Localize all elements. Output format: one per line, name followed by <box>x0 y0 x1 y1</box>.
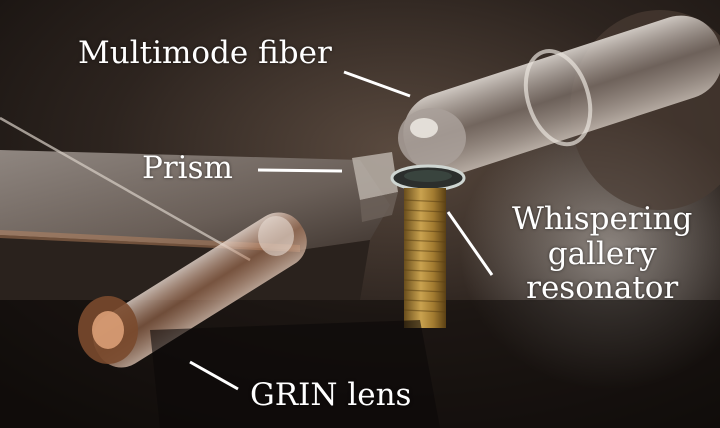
pointer-line-prism <box>257 168 343 173</box>
label-prism: Prism <box>142 150 233 186</box>
label-wgr-line-1: Whispering <box>512 201 693 237</box>
label-multimode-fiber: Multimode fiber <box>78 35 332 71</box>
pointer-line-grin <box>189 360 239 391</box>
label-wgr-line-3: resonator <box>526 270 679 307</box>
label-wgr-line-2: gallery <box>547 235 657 272</box>
label-whispering-gallery-resonator: Whispering gallery resonator <box>512 202 692 306</box>
pointer-line-resonator <box>446 211 494 276</box>
label-grin-lens: GRIN lens <box>250 377 412 413</box>
pointer-line-fiber <box>343 70 411 98</box>
